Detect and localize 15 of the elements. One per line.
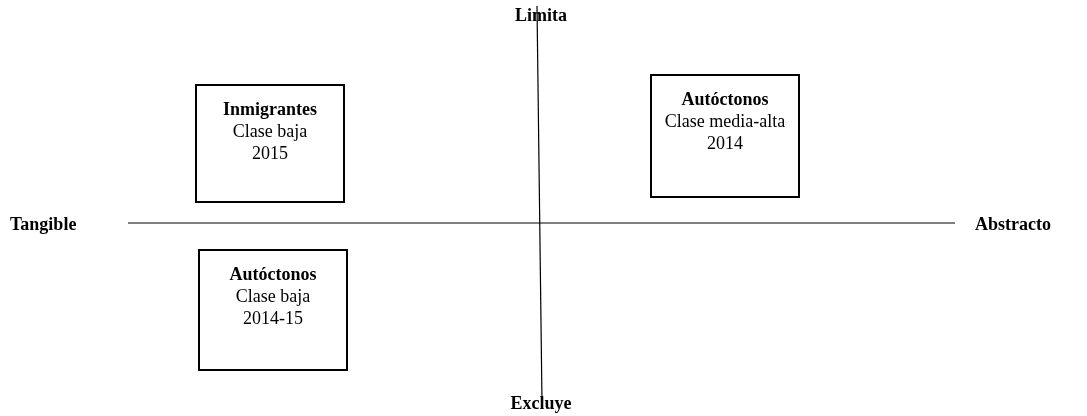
box-text: Clase media-alta — [664, 110, 786, 132]
box-text: 2014 — [707, 132, 743, 154]
axis-label: Excluye — [510, 392, 572, 414]
box-text: Clase baja — [235, 285, 311, 307]
box-text: 2014-15 — [243, 307, 303, 329]
axis-label: Tangible — [10, 213, 77, 235]
quadrant-box — [198, 249, 348, 371]
box-text: Clase baja — [232, 120, 308, 142]
box-text: 2015 — [252, 142, 288, 164]
box-heading: Autóctonos — [229, 263, 317, 285]
quadrant-box — [650, 74, 800, 198]
box-heading: Inmigrantes — [223, 98, 317, 120]
quadrant-box — [195, 84, 345, 203]
box-heading: Autóctonos — [681, 88, 769, 110]
axis-label: Abstracto — [975, 213, 1051, 235]
